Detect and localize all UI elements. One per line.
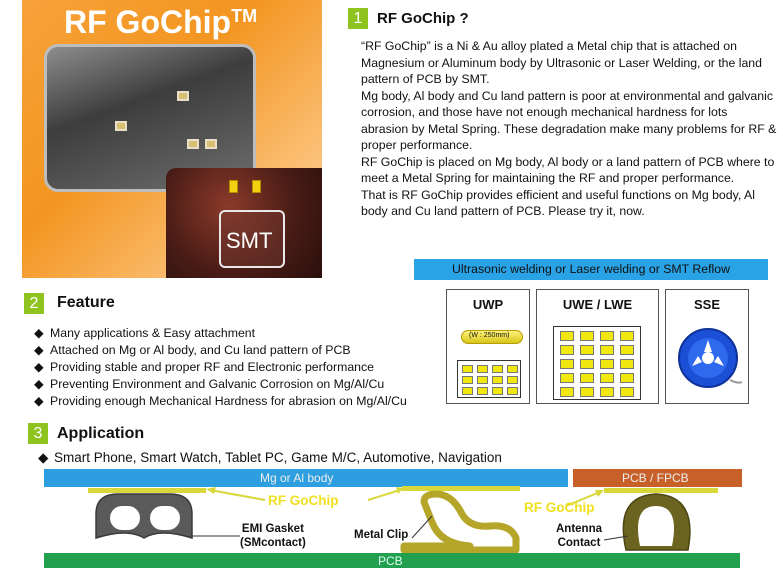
chip-pad [177,91,189,101]
tray-cell [600,387,614,397]
tray-package-icon [553,326,641,400]
pcb-bar [44,553,740,568]
tray-cell [560,373,574,383]
antenna-hole [638,506,674,546]
reel-icon [678,328,742,388]
metal-clip-label: Metal Clip [354,529,409,541]
section-heading-1: RF GoChip ? [377,10,469,27]
gochip-strip [604,488,718,493]
section-heading-2: Feature [57,294,115,311]
tray-cell [620,373,634,383]
mg-al-body-label: Mg or Al body [260,471,334,485]
uwe-lwe-panel: UWE / LWE [536,289,659,404]
gasket-hole [150,506,180,530]
feature-list: ◆Many applications & Easy attachment ◆At… [34,325,407,410]
list-item: ◆Attached on Mg or Al body, and Cu land … [34,343,351,357]
tray-cell [600,373,614,383]
product-photo: SMT RF GoChipTM [22,0,322,278]
description-paragraph: Mg body, Al body and Cu land pattern is … [361,88,777,153]
tray-cell [560,387,574,397]
tray-cell [560,331,574,341]
tray-cell [580,373,594,383]
chip-pad [205,139,217,149]
hero-title: RF GoChipTM [64,4,258,40]
tray-cell [600,345,614,355]
smt-label: SMT [226,228,273,253]
gasket-hole [110,506,140,530]
chip-pad [115,121,127,131]
description-text: “RF GoChip” is a Ni & Au alloy plated a … [361,38,777,220]
mg-al-body-bar [44,469,568,487]
pcb-fpcb-bar [573,469,742,487]
smt-box [219,210,285,268]
description-paragraph: That is RF GoChip provides efficient and… [361,187,755,219]
gold-chip [252,180,261,193]
antenna-contact-label: Antenna Contact [556,523,602,549]
rf-gochip-label: RF GoChip [524,500,595,515]
tray-package-icon [457,360,521,398]
device-body-photo [44,44,256,192]
tube-package-icon [461,330,523,344]
section-number-3: 3 [28,423,48,444]
tray-cell [580,331,594,341]
pcb-fpcb-label: PCB / FPCB [622,471,689,485]
tube-label: (W : 250mm) [469,332,510,339]
list-item: ◆Providing enough Mechanical Hardness fo… [34,394,407,408]
pcb-label: PCB [378,554,403,568]
list-item: ◆Many applications & Easy attachment [34,326,256,340]
emi-gasket-label: EMI Gasket (SMcontact) [240,523,306,549]
tray-cell [620,331,634,341]
sse-panel: SSE [665,289,749,404]
tray-cell [620,359,634,369]
tray-cell [560,359,574,369]
gold-chip [229,180,238,193]
section-number-1: 1 [348,8,368,29]
tray-cell [600,359,614,369]
description-paragraph: “RF GoChip” is a Ni & Au alloy plated a … [361,39,762,86]
section-number-2: 2 [24,293,44,314]
welding-method-banner: Ultrasonic welding or Laser welding or S… [414,259,768,280]
tray-cell [580,345,594,355]
description-paragraph: RF GoChip is placed on Mg body, Al body … [361,154,775,186]
uwp-panel: UWP (W : 250mm) [446,289,530,404]
uwp-title: UWP [472,297,504,312]
tray-cell [600,331,614,341]
tray-cell [620,345,634,355]
rf-gochip-label: RF GoChip [268,493,339,508]
pcb-photo: SMT [166,168,322,278]
chip-pad [187,139,199,149]
diagram-shapes [44,469,742,568]
section-heading-3: Application [57,425,145,442]
gochip-strip [402,486,520,491]
sse-title: SSE [693,297,720,312]
tray-cell [560,345,574,355]
application-diagram: Mg or Al body PCB / FPCB PCB RF GoChip R… [0,466,783,577]
gochip-strip [88,488,206,493]
tray-cell [580,387,594,397]
uwe-lwe-title: UWE / LWE [562,297,633,312]
tray-cell [620,387,634,397]
list-item: ◆Providing stable and proper RF and Elec… [34,360,374,374]
tray-cell [580,359,594,369]
application-list-item: ◆Smart Phone, Smart Watch, Tablet PC, Ga… [38,450,502,465]
list-item: ◆Preventing Environment and Galvanic Cor… [34,377,385,391]
metal-clip-shape [400,490,520,554]
